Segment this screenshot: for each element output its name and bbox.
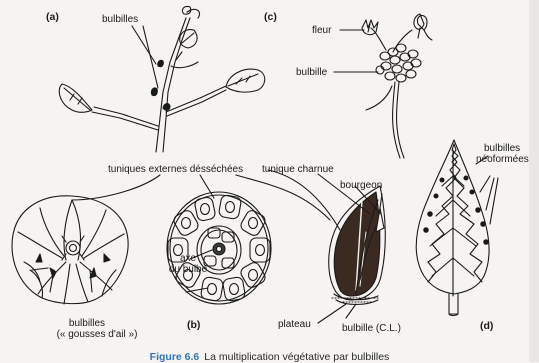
label-axe: axe [176,253,200,264]
label-du-bulbe: du bulbe [164,264,212,275]
label-tunique-charnue: tunique charnue [262,164,334,175]
panel-label-c: (c) [264,11,277,23]
label-fleur: fleur [312,25,331,36]
panel-a-plant [59,7,265,152]
label-bulbilles-d: bulbilles [484,143,520,154]
panel-d-leaf [416,140,498,316]
panel-label-d: (d) [480,320,493,332]
garlic-bulb-exterior [12,196,128,304]
label-neoformees: néoformées [476,154,529,165]
panel-c-inflorescence [334,14,432,158]
label-tuniques-externes: tuniques externes désséchées [108,164,243,175]
panel-label-b: (b) [187,319,200,331]
figure-caption: Figure 6.6 La multiplication végétative p… [0,351,539,363]
label-bulbille-c: bulbille [296,67,327,78]
figure-number: Figure 6.6 [150,351,200,363]
label-bulbilles-ail: bulbilles [57,318,117,329]
label-bulbilles-a: bulbilles [102,14,138,25]
label-plateau: plateau [278,319,311,330]
leader-lines [72,170,340,230]
panel-label-a: (a) [46,11,59,23]
clove-longitudinal-section [318,174,385,323]
label-bulbille-cl: bulbille (C.L.) [342,323,401,334]
page-edge [529,0,539,362]
label-bourgeon: bourgeon [340,180,382,191]
label-gousses-ail: (« gousses d'ail ») [47,329,147,340]
bulb-cross-section [167,192,271,304]
figure-caption-text: La multiplication végétative par bulbill… [204,351,389,363]
